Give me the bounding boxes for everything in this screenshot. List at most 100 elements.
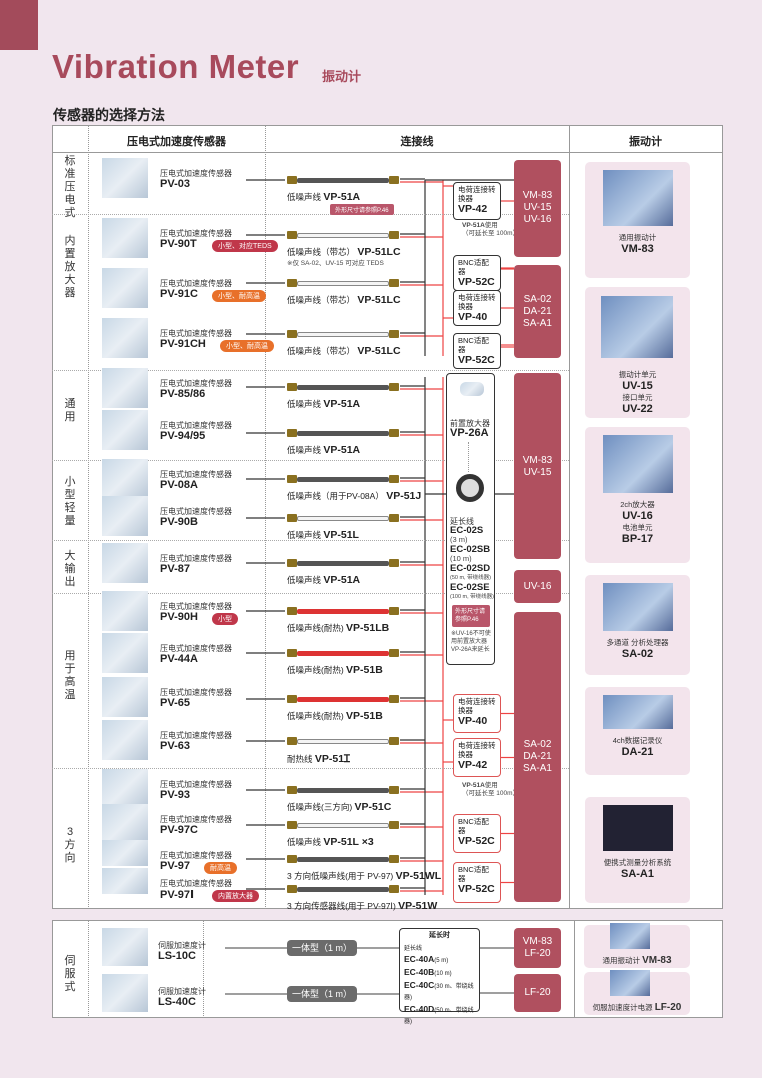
extension-note: VP-51A使用（可延长至 100m）	[462, 222, 519, 238]
sensor-image	[102, 804, 148, 844]
meter-model: UV-16	[622, 510, 653, 522]
cable-type: 低噪声线（带芯）	[287, 346, 358, 356]
sensor-type: 压电式加速度传感器	[160, 507, 232, 516]
device-model: UV-15	[523, 202, 552, 213]
sensor-model: PV-97	[160, 860, 190, 872]
connector-plug-icon	[287, 607, 297, 615]
row-divider	[52, 768, 569, 769]
cable-model: VP-51LC	[357, 345, 401, 357]
sensor-model: PV-03	[160, 178, 190, 190]
sensor-image	[102, 840, 148, 866]
extension-label: 延长线	[404, 946, 423, 952]
sensor-type: 压电式加速度传感器	[160, 421, 232, 430]
servo-type: 伺服加速度计	[158, 941, 206, 950]
cable-model: VP-51W	[398, 900, 438, 912]
cable-type: 低噪声线	[287, 445, 324, 455]
extension-model: EC-02SB	[450, 544, 491, 555]
sensor-model: PV-90T	[160, 238, 197, 250]
cable-type: 3 方向传感器线(用于 PV-97Ⅰ)	[287, 901, 399, 911]
connector-plug-icon	[389, 330, 399, 338]
sensor-model: PV-94/95	[160, 430, 206, 442]
cable-graphic	[297, 651, 389, 656]
sensor-model: PV-93	[160, 789, 190, 801]
feature-badge: 内置放大器	[212, 890, 259, 902]
cable-label: 低噪声线 VP-51A	[287, 444, 360, 456]
sensor-model: PV-97C	[160, 824, 198, 836]
preamp-model: VP-26A	[450, 427, 489, 439]
connector-plug-icon	[287, 475, 297, 483]
meter-model: SA-02	[621, 648, 654, 660]
meter-model: LF-20	[654, 1002, 682, 1013]
converter-type: BNC适配器	[458, 336, 489, 354]
meter-model: DA-21	[621, 746, 654, 758]
converter-model: VP-52C	[458, 835, 495, 847]
cable-type: 低噪声线(耐热)	[287, 623, 347, 633]
sensor-image	[102, 459, 148, 499]
integral-cable: 一体型（1 m）	[287, 940, 357, 956]
device-model: DA-21	[523, 305, 552, 317]
extension-model: EC-40D	[404, 1004, 435, 1014]
extension-model: EC-02SD	[450, 563, 491, 574]
cable-label: 低噪声线 VP-51A	[287, 574, 360, 586]
device-model: LF-20	[524, 987, 551, 998]
cable-type: 低噪声线	[287, 530, 324, 540]
col-divider	[574, 920, 575, 1018]
cable-model: VP-51LB	[346, 622, 390, 634]
servo-model: LS-10C	[158, 950, 196, 962]
page-title: Vibration Meter	[52, 48, 300, 85]
sensor-type: 压电式加速度传感器	[160, 688, 232, 697]
sensor-model: PV-65	[160, 697, 190, 709]
cable-model: VP-51A	[323, 398, 361, 410]
device-model: UV-16	[523, 214, 552, 225]
servo-model: LS-40C	[158, 996, 196, 1008]
extension-item: EC-40D(50 m、带绕线器)	[404, 1004, 475, 1028]
extension-spec: (3 m)	[450, 535, 468, 544]
feature-badge: 小型、耐高温	[220, 340, 274, 352]
category-label: 3方向	[64, 826, 76, 864]
cable-type: 低噪声线(三方向)	[287, 802, 355, 812]
cable-graphic	[297, 233, 389, 238]
cable-label: 低噪声线(耐热) VP-51B	[287, 664, 383, 676]
sensor-type: 压电式加速度传感器	[160, 279, 232, 288]
cable-label: 低噪声线(耐热) VP-51B	[287, 710, 383, 722]
connector-plug-icon	[389, 695, 399, 703]
converter-type: BNC适配器	[458, 817, 489, 835]
meter-model: VM-83	[621, 243, 654, 255]
servo-type: 伺服加速度计	[158, 987, 206, 996]
cable-model: VP-51A	[323, 444, 361, 456]
cable-reel-icon	[456, 474, 484, 502]
sensor-model: PV-87	[160, 563, 190, 575]
converter-model: VP-40	[458, 311, 488, 323]
cable-graphic	[297, 477, 389, 482]
sensor-model: PV-91C	[160, 288, 198, 300]
sensor-image	[102, 591, 148, 631]
cable-note: ※仅 SA-02、UV-15 可对应 TEDS	[287, 260, 384, 267]
sensor-model: PV-63	[160, 740, 190, 752]
sensor-image	[102, 769, 148, 809]
meter-caption: 伺服加速度计电源 LF-20	[586, 1002, 688, 1013]
preamp-note: ※UV-16不可使用前置放大器VP-26A来延长	[451, 631, 491, 653]
cable-graphic	[297, 887, 389, 892]
sensor-model: PV-85/86	[160, 388, 206, 400]
connector-plug-icon	[389, 737, 399, 745]
meter-image	[602, 170, 673, 226]
device-group-box: LF-20	[514, 974, 561, 1012]
meter-type: 通用振动计	[618, 233, 657, 242]
cable-graphic	[297, 561, 389, 566]
sensor-image	[102, 158, 148, 198]
extension-spec: (5 m)	[434, 958, 449, 964]
row-divider	[52, 214, 569, 215]
sensor-image	[102, 318, 148, 358]
device-group-box: UV-16	[514, 570, 561, 603]
sensor-model: PV-08A	[160, 479, 198, 491]
cable-graphic	[297, 788, 389, 793]
feature-badge: 小型	[212, 613, 238, 625]
cable-type: 低噪声线（用于PV-08A）	[287, 491, 387, 501]
sensor-image	[102, 496, 148, 536]
cable-graphic	[297, 857, 389, 862]
extension-spec: (10 m)	[450, 554, 472, 563]
section-title: 传感器的选择方法	[53, 107, 165, 123]
